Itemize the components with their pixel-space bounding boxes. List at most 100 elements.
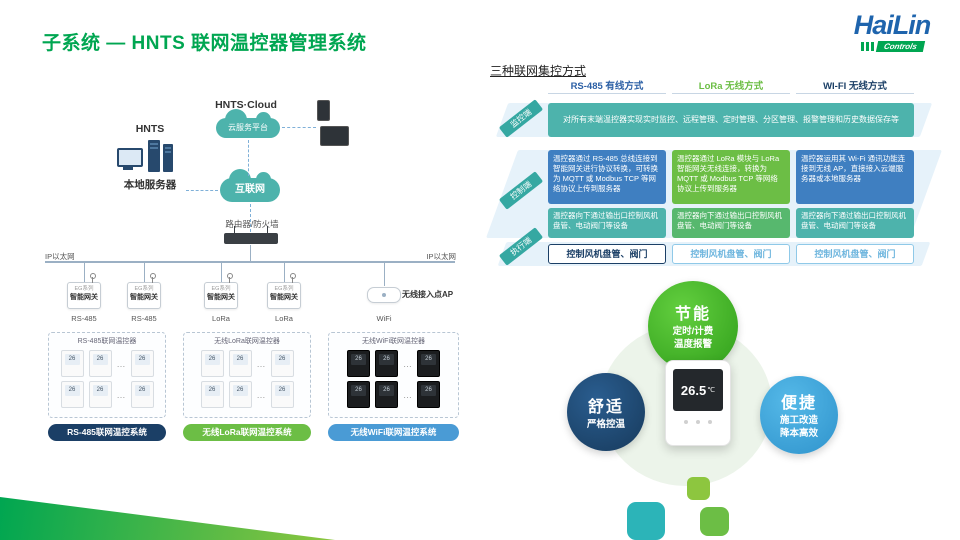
feature-title: 舒适 (587, 398, 624, 416)
thermostat-tile: 26 (270, 381, 294, 408)
thermostat-screen: 26.5℃ (673, 369, 723, 411)
server-tower-icon (163, 144, 173, 172)
logo-sub-text: Controls (875, 41, 925, 52)
tablet-icon (320, 126, 349, 146)
drop-line (84, 263, 85, 282)
page-title: 子系统 — HNTS 联网温控器管理系统 (42, 33, 367, 54)
feature-desc-line: 施工改造 (779, 415, 818, 427)
thermostat-tile: 26 (130, 350, 154, 377)
feature-energy-saving: 节能 定时/计费 温度报警 (648, 281, 738, 371)
bus-label-lora: LoRa (212, 314, 230, 323)
green-diagonal-band (0, 497, 335, 540)
feature-desc-line: 降本高效 (779, 428, 818, 439)
thermostat-tile: 26 (60, 350, 84, 377)
router-label: 路由器/防火墙 (225, 219, 279, 229)
exec-cell-lora: 控制风机盘管、阀门 (672, 244, 790, 264)
pill-wifi-system: 无线WiFi联网温控系统 (328, 424, 459, 441)
column-header-lora: LoRa 无线方式 (698, 81, 764, 92)
internet-label: 互联网 (235, 184, 265, 195)
server-title: HNTS (135, 123, 165, 135)
gateway-series: EG系列 (74, 286, 94, 292)
column-rule (672, 93, 790, 94)
tile-ellipsis: … (403, 389, 412, 400)
control-sub-rs485: 温控器向下通过输出口控制风机盘管、电动阀门等设备 (548, 208, 666, 238)
thermostat-unit: ℃ (707, 387, 716, 394)
monitor-cell: 对所有末端温控器实现实时监控、远程管理、定时管理、分区管理、报警管理和历史数据保… (548, 103, 914, 137)
thermostat-temp: 26.5 (680, 382, 707, 398)
connector-line (186, 190, 218, 191)
column-header-rs485: RS-485 有线方式 (570, 81, 644, 92)
green-square-decoration (687, 477, 710, 500)
tile-ellipsis: … (256, 358, 266, 369)
thermostat-tile: 26 (375, 350, 398, 377)
drop-line (284, 263, 285, 282)
ethernet-line (45, 261, 455, 263)
thermostat-tile: 26 (200, 381, 224, 408)
ethernet-label-left: IP以太网 (45, 252, 75, 261)
drop-line (221, 263, 222, 282)
smart-gateway-icon: EG系列 智能网关 (67, 273, 101, 309)
tile-ellipsis: … (256, 389, 266, 400)
column-rule (796, 93, 914, 94)
control-cell-wifi: 温控器运用其 Wi-Fi 通讯功能连接到无线 AP，直接接入云端服务器或本地服务… (796, 150, 914, 204)
gateway-label: 智能网关 (270, 293, 298, 301)
feature-desc-line: 严格控温 (586, 418, 625, 430)
control-sub-wifi: 温控器向下通过输出口控制风机盘管、电动阀门等设备 (796, 208, 914, 238)
phone-icon (317, 100, 330, 121)
cloud-platform-icon: 云服务平台 (216, 109, 280, 138)
control-cell-lora: 温控器通过 LoRa 模块与 LoRa 智能网关无线连接，转换为 MQTT 或 … (672, 150, 790, 204)
pill-lora-system: 无线LoRa联网温控系统 (183, 424, 311, 441)
feature-comfort: 舒适 严格控温 (567, 373, 645, 451)
thermostat-tile: 26 (88, 381, 112, 408)
column-header-wifi: WI-FI 无线方式 (823, 81, 887, 92)
smart-gateway-icon: EG系列 智能网关 (204, 273, 238, 309)
thermostat-tile: 26 (347, 350, 370, 377)
thermostat-tile: 26 (60, 381, 84, 408)
thermostat-tile: 26 (228, 381, 252, 408)
thermostat-tile: 26 (270, 350, 294, 377)
exec-cell-rs485: 控制风机盘管、阀门 (548, 244, 666, 264)
pill-rs485-system: RS-485联网温控系统 (48, 424, 166, 441)
wireless-ap-icon (367, 287, 401, 303)
connector-line (248, 140, 249, 176)
thermostat-tile: 26 (375, 381, 398, 408)
exec-cell-wifi: 控制风机盘管、阀门 (796, 244, 914, 264)
monitor-icon (117, 148, 143, 167)
server-tower-icon (148, 140, 160, 172)
feature-title: 节能 (674, 306, 711, 324)
tile-ellipsis: … (403, 358, 412, 369)
thermostat-buttons (666, 420, 730, 424)
thermostat-tile: 26 (228, 350, 252, 377)
hailin-logo: HaiLin Controls (836, 12, 948, 52)
group-header: 无线WiFi联网温控器 (362, 338, 425, 345)
drop-line (144, 263, 145, 282)
thermostat-tile: 26 (347, 381, 370, 408)
gateway-series: EG系列 (134, 286, 154, 292)
green-square-decoration (700, 507, 729, 536)
ap-label: 无线接入点AP (402, 290, 454, 299)
router-icon (224, 226, 278, 244)
feature-desc-line: 定时/计费 (672, 326, 714, 338)
connector-line (250, 204, 251, 232)
bus-label-wifi: WiFi (376, 314, 392, 323)
group-header: RS-485联网温控器 (77, 338, 137, 345)
local-server-label: 本地服务器 (123, 179, 177, 191)
cloud-title: HNTS·Cloud (215, 99, 277, 111)
logo-brand-text: HaiLin (853, 10, 932, 40)
feature-convenience: 便捷 施工改造 降本高效 (760, 376, 838, 454)
tile-ellipsis: … (116, 358, 126, 369)
ethernet-label-right: IP以太网 (426, 252, 456, 261)
smart-gateway-icon: EG系列 智能网关 (267, 273, 301, 309)
gateway-series: EG系列 (211, 286, 231, 292)
gateway-label: 智能网关 (130, 293, 158, 301)
thermostat-tile: 26 (88, 350, 112, 377)
tile-ellipsis: … (116, 389, 126, 400)
connector-line (282, 127, 316, 128)
internet-cloud-icon: 互联网 (220, 169, 280, 202)
thermostat-tile: 26 (417, 350, 440, 377)
bus-label-rs485: RS-485 (71, 314, 97, 323)
control-cell-rs485: 温控器通过 RS-485 总线连接到智能网关进行协议转换，可转换为 MQTT 或… (548, 150, 666, 204)
